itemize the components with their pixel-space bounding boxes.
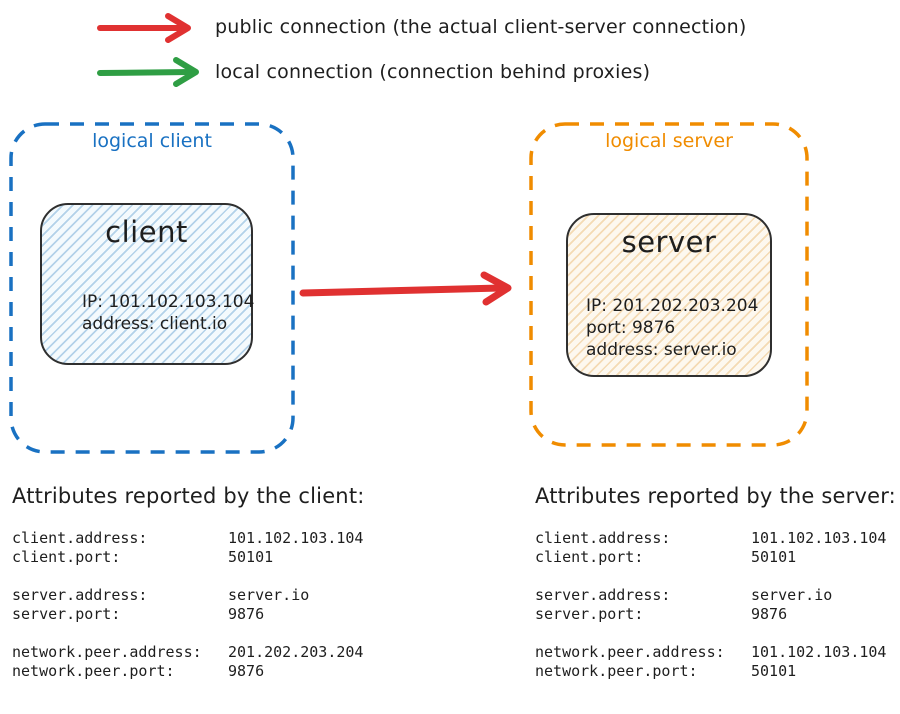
client-attr-group-server: server.address: server.io server.port: 9… — [12, 586, 442, 624]
client-node: client IP: 101.102.103.104 address: clie… — [40, 203, 255, 365]
attr-row: server.port: 9876 — [535, 605, 900, 624]
legend-public-connection-label: public connection (the actual client-ser… — [215, 16, 747, 38]
public-connection-arrow-icon — [97, 13, 191, 43]
client-attr-group-network-peer: network.peer.address: 201.202.203.204 ne… — [12, 643, 442, 681]
attr-row: server.port: 9876 — [12, 605, 442, 624]
attr-value: server.io — [751, 586, 833, 604]
client-node-details: IP: 101.102.103.104 address: client.io — [42, 291, 255, 335]
attr-key: client.port: — [12, 548, 121, 566]
attr-value: 9876 — [228, 662, 265, 680]
client-attributes-section: Attributes reported by the client: clien… — [12, 484, 442, 700]
client-attributes-title: Attributes reported by the client: — [12, 484, 365, 508]
attr-row: server.address: server.io — [535, 586, 900, 605]
attr-key: client.address: — [535, 529, 671, 547]
server-ip-line: IP: 201.202.203.204 — [586, 296, 759, 316]
attr-row: network.peer.port: 50101 — [535, 662, 900, 681]
client-node-title: client — [105, 215, 188, 249]
legend-local-connection-label: local connection (connection behind prox… — [215, 61, 651, 83]
server-attributes-section: Attributes reported by the server: clien… — [535, 484, 900, 700]
attr-value: 101.102.103.104 — [751, 529, 887, 547]
attr-value: 50101 — [751, 662, 797, 680]
server-attr-group-network-peer: network.peer.address: 101.102.103.104 ne… — [535, 643, 900, 681]
logical-client-label: logical client — [92, 130, 212, 152]
attr-value: server.io — [228, 586, 310, 604]
client-address-line: address: client.io — [82, 314, 228, 334]
attr-value: 101.102.103.104 — [228, 529, 364, 547]
attr-value: 9876 — [751, 605, 788, 623]
logical-server-label: logical server — [605, 130, 733, 152]
attr-key: network.peer.address: — [535, 643, 725, 661]
attr-row: network.peer.address: 201.202.203.204 — [12, 643, 442, 662]
client-server-arrow-icon — [299, 271, 512, 306]
server-attr-group-client: client.address: 101.102.103.104 client.p… — [535, 529, 900, 567]
attr-key: server.address: — [535, 586, 671, 604]
client-attr-group-client: client.address: 101.102.103.104 client.p… — [12, 529, 442, 567]
attr-key: client.address: — [12, 529, 148, 547]
attr-value: 50101 — [228, 548, 274, 566]
attr-row: server.address: server.io — [12, 586, 442, 605]
attr-value: 9876 — [228, 605, 265, 623]
server-port-line: port: 9876 — [586, 318, 676, 338]
server-address-line: address: server.io — [586, 340, 737, 360]
server-node-details: IP: 201.202.203.204 port: 9876 address: … — [568, 295, 770, 361]
attr-row: client.port: 50101 — [12, 548, 442, 567]
attr-key: server.port: — [535, 605, 644, 623]
server-attr-group-server: server.address: server.io server.port: 9… — [535, 586, 900, 624]
attr-row: network.peer.port: 9876 — [12, 662, 442, 681]
attr-value: 201.202.203.204 — [228, 643, 364, 661]
attr-key: client.port: — [535, 548, 644, 566]
attr-key: network.peer.port: — [12, 662, 175, 680]
attr-row: client.address: 101.102.103.104 — [535, 529, 900, 548]
attr-row: client.port: 50101 — [535, 548, 900, 567]
server-attributes-title: Attributes reported by the server: — [535, 484, 896, 508]
attr-value: 101.102.103.104 — [751, 643, 887, 661]
local-connection-arrow-icon — [97, 57, 199, 87]
attr-key: server.port: — [12, 605, 121, 623]
attr-row: network.peer.address: 101.102.103.104 — [535, 643, 900, 662]
server-node: server IP: 201.202.203.204 port: 9876 ad… — [566, 213, 772, 377]
attr-key: server.address: — [12, 586, 148, 604]
attr-row: client.address: 101.102.103.104 — [12, 529, 442, 548]
client-ip-line: IP: 101.102.103.104 — [82, 292, 255, 312]
attr-key: network.peer.address: — [12, 643, 202, 661]
server-node-title: server — [621, 225, 717, 259]
attr-value: 50101 — [751, 548, 797, 566]
attr-key: network.peer.port: — [535, 662, 698, 680]
